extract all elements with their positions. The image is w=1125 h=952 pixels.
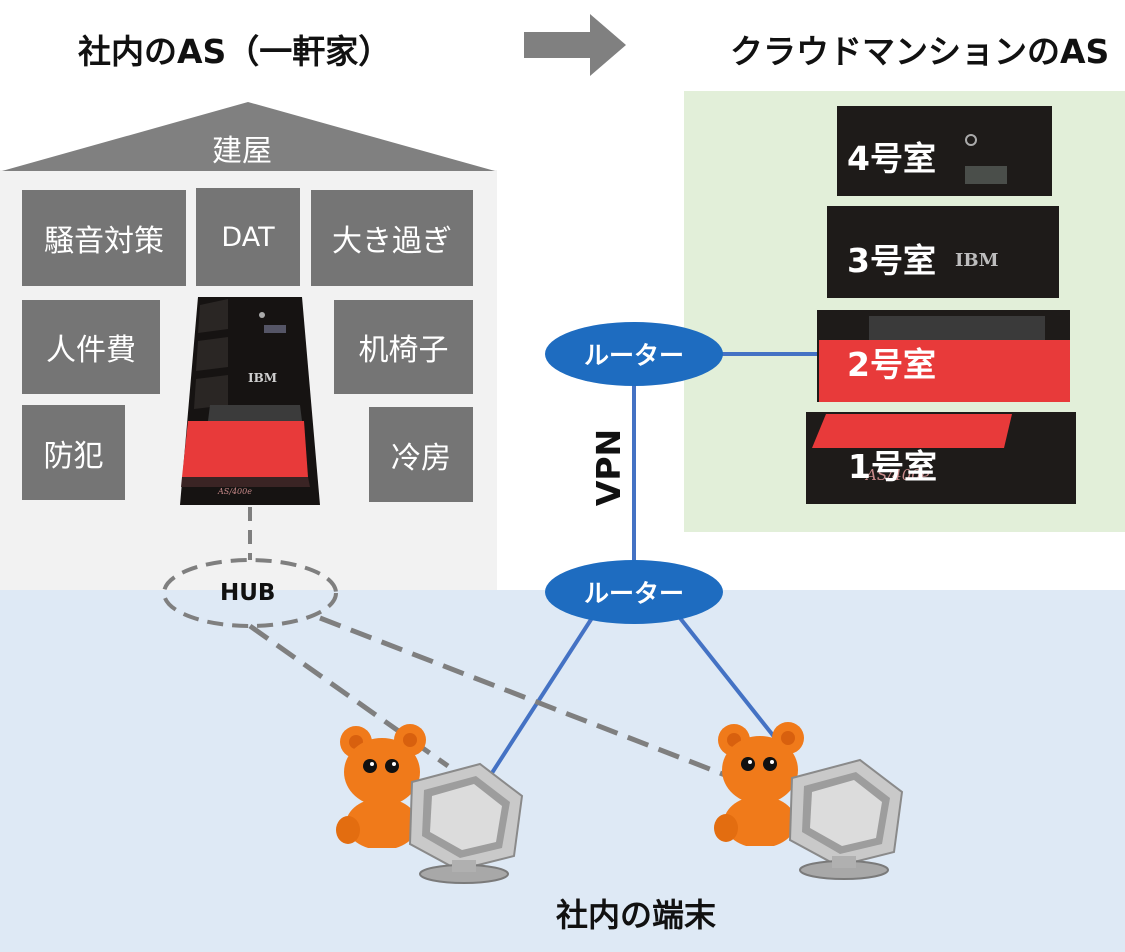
vpn-label: VPN bbox=[589, 428, 629, 507]
cost-box-noise: 騒音対策 bbox=[22, 190, 186, 286]
floor-3-label: 3号室 bbox=[847, 241, 936, 280]
office-terminals-label: 社内の端末 bbox=[556, 896, 717, 934]
cost-box-cooling: 冷房 bbox=[369, 407, 473, 502]
right-title: クラウドマンションのAS bbox=[730, 32, 1110, 71]
cost-box-labor: 人件費 bbox=[22, 300, 160, 394]
arrow-right-icon bbox=[524, 14, 626, 76]
server-model: AS/400e bbox=[218, 487, 252, 496]
floor-1: AS/400e 1号室 bbox=[806, 412, 1076, 504]
floor-4-label: 4号室 bbox=[847, 139, 936, 178]
server-brand: IBM bbox=[248, 371, 278, 385]
left-title: 社内のAS（一軒家） bbox=[78, 32, 392, 71]
cost-box-security: 防犯 bbox=[22, 405, 125, 500]
floor-2: 2号室 bbox=[817, 310, 1070, 402]
bear-icon bbox=[714, 722, 804, 846]
router-bottom: ルーター bbox=[545, 560, 723, 624]
cost-box-furniture: 机椅子 bbox=[334, 300, 473, 394]
cost-box-dat: DAT bbox=[196, 188, 300, 286]
floor-2-label: 2号室 bbox=[847, 345, 936, 384]
floor-4: 4号室 bbox=[837, 106, 1052, 196]
link-router-to-left-terminal bbox=[488, 616, 594, 778]
router-top: ルーター bbox=[545, 322, 723, 386]
mansion-brand: IBM bbox=[955, 250, 999, 271]
house-roof bbox=[2, 102, 495, 171]
hub-ellipse bbox=[162, 558, 338, 628]
floor-3: IBM 3号室 bbox=[827, 206, 1059, 298]
office-area-background bbox=[0, 590, 1125, 952]
crt-monitor-icon bbox=[788, 758, 904, 880]
cost-box-too-big: 大き過ぎ bbox=[311, 190, 473, 286]
roof-label: 建屋 bbox=[212, 134, 272, 169]
server-icon: IBM AS/400e bbox=[178, 297, 322, 507]
link-router-to-right-terminal bbox=[678, 616, 785, 750]
mansion-model: AS/400e bbox=[866, 466, 930, 484]
hub-label: HUB bbox=[220, 580, 276, 606]
floor-1-label: 1号室 bbox=[848, 447, 937, 486]
crt-monitor-icon bbox=[408, 762, 524, 884]
bear-icon bbox=[336, 724, 426, 848]
hub-to-right-terminal-line bbox=[319, 615, 739, 783]
